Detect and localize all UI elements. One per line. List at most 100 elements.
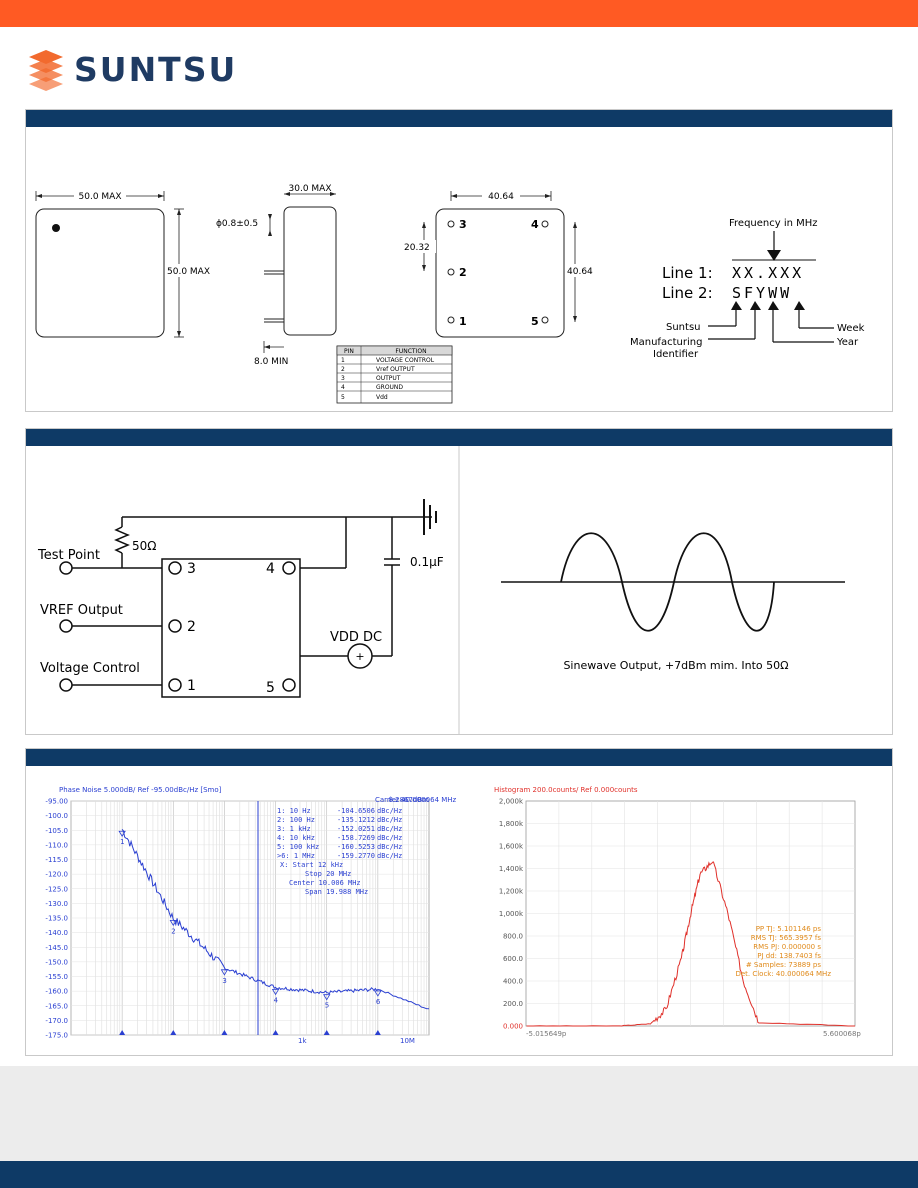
bottom-view: 40.64 40.64 20.32 3 4 2 1 5 — [402, 189, 596, 338]
y-tick-label: -175.0 — [45, 1032, 68, 1040]
pin-table-cell: 2 — [341, 366, 345, 373]
top-accent-bar — [0, 0, 918, 27]
y-tick-label: 1,600k — [499, 843, 524, 851]
phase-noise-marker-label: 4 — [274, 996, 279, 1004]
histogram-grid — [526, 801, 855, 1026]
y-tick-label: 1,200k — [499, 888, 524, 896]
phase-noise-marker — [323, 994, 331, 1001]
line2-value: SFYWW — [732, 284, 792, 302]
y-tick-label: 600.0 — [503, 955, 523, 963]
y-tick-label: 1,800k — [499, 820, 524, 828]
y-tick-label: 200.0 — [503, 1000, 523, 1008]
marker-row: 1: 10 Hz -104.6506 dBc/Hz — [277, 807, 402, 815]
performance-charts: Phase Noise 5.000dB/ Ref -95.00dBc/Hz [S… — [45, 786, 861, 1045]
marking-diagram: Frequency in MHz Line 1: XX.XXX Line 2: … — [630, 218, 865, 360]
logo-mark-icon — [29, 50, 63, 91]
pin-spacing-label: 20.32 — [404, 243, 430, 253]
identifier-label: Identifier — [653, 349, 699, 360]
y-tick-label: -100.0 — [45, 812, 68, 820]
pin1-dot — [52, 224, 60, 232]
side-width-label: 30.0 MAX — [289, 184, 332, 194]
y-tick-label: 1,000k — [499, 910, 524, 918]
histogram-x-left: -5.015649p — [526, 1030, 567, 1038]
section-header-bar — [26, 110, 892, 127]
footer-bar — [0, 1161, 918, 1188]
front-view: 50.0 MAX 50.0 MAX — [35, 189, 216, 338]
phase-noise-axis-marker — [170, 1030, 177, 1035]
histogram-stat: RMS TJ: 565.3957 fs — [751, 934, 822, 942]
phase-noise-stop: Stop 20 MHz — [305, 870, 351, 878]
test-circuit: + 3 2 1 4 5 Test Point VREF Output Volta… — [37, 446, 845, 734]
phase-noise-axis-marker — [374, 1030, 381, 1035]
phase-noise-trace — [121, 828, 430, 1010]
phase-noise-start: X: Start 12 kHz — [280, 861, 343, 869]
phase-noise-axis-marker — [272, 1030, 279, 1035]
y-tick-label: -135.0 — [45, 915, 68, 923]
voltage-control-label: Voltage Control — [40, 661, 140, 676]
marker-row: 4: 10 kHz -158.7269 dBc/Hz — [277, 834, 402, 842]
histogram-x-right: 5.600068p — [823, 1030, 861, 1038]
y-tick-label: -115.0 — [45, 856, 68, 864]
pin-table-cell: VOLTAGE CONTROL — [376, 357, 435, 364]
oscillator-box — [161, 558, 301, 698]
phase-noise-carrier-level: 8.2867dBm — [388, 796, 429, 804]
manufacturing-label: Manufacturing — [630, 337, 702, 348]
capacitor-label: 0.1µF — [410, 555, 444, 569]
phase-noise-marker — [169, 919, 177, 927]
phase-noise-x-label-1k: 1k — [298, 1037, 307, 1045]
sine-waveform — [560, 532, 775, 632]
pin-table-header-function: FUNCTION — [395, 348, 426, 355]
pin-table-cell: 1 — [341, 357, 345, 364]
line2-label: Line 2: — [662, 284, 713, 302]
year-label: Year — [836, 337, 859, 348]
phase-noise-marker-label: 6 — [376, 998, 381, 1006]
phase-noise-marker-table: 1: 10 Hz -104.6506 dBc/Hz 2: 100 Hz -135… — [277, 807, 402, 896]
dimension-drawings: 50.0 MAX 50.0 MAX 30.0 MAX ϕ0.8±0.5 — [35, 184, 865, 404]
y-tick-label: 400.0 — [503, 978, 523, 986]
histogram-stats: PP TJ: 5.101146 ps RMS TJ: 565.3957 fs R… — [735, 925, 831, 978]
phase-noise-carrier: Carrier 40.000064 MHz — [375, 796, 457, 804]
vref-output-label: VREF Output — [40, 603, 123, 618]
phase-noise-marker — [374, 990, 382, 997]
circuit-pin-4: 4 — [266, 561, 275, 577]
phase-noise-axis-marker — [221, 1030, 228, 1035]
y-tick-label: -170.0 — [45, 1017, 68, 1025]
bottom-pin-2: 2 — [459, 266, 467, 279]
side-view: 30.0 MAX ϕ0.8±0.5 8.0 MIN — [216, 184, 337, 367]
vdd-source-icon — [347, 643, 373, 669]
pin-length-label: 8.0 MIN — [254, 357, 288, 367]
marker-row: 2: 100 Hz -135.1212 dBc/Hz — [277, 816, 402, 824]
y-tick-label: 0.000 — [503, 1023, 523, 1031]
bottom-pin-3: 3 — [459, 218, 467, 231]
histogram-stat: PJ dd: 138.7403 fs — [757, 952, 821, 960]
phase-noise-title: Phase Noise 5.000dB/ Ref -95.00dBc/Hz [S… — [59, 786, 222, 794]
histogram-trace — [526, 861, 855, 1027]
y-tick-label: -145.0 — [45, 944, 68, 952]
waveform-caption: Sinewave Output, +7dBm mim. Into 50Ω — [563, 659, 788, 672]
marker-row: >6: 1 MHz -159.2770 dBc/Hz — [277, 852, 402, 860]
pin-table-header-pin: PIN — [344, 348, 354, 355]
phase-noise-marker-label: 2 — [171, 927, 175, 935]
histogram-series-line — [526, 861, 855, 1027]
phase-noise-center: Center 10.006 MHz — [289, 879, 361, 887]
circuit-pin-5: 5 — [266, 680, 275, 696]
y-tick-label: 1,400k — [499, 865, 524, 873]
pin-diameter-label: ϕ0.8±0.5 — [216, 219, 258, 229]
phase-noise-series-line — [121, 828, 430, 1010]
phase-noise-y-ticks: -95.00-100.0-105.0-110.0-115.0-120.0-125… — [45, 798, 68, 1040]
resistor-label: 50Ω — [132, 539, 156, 553]
line1-value: XX.XXX — [732, 264, 804, 282]
y-tick-label: -105.0 — [45, 827, 68, 835]
suntsu-label: Suntsu — [666, 322, 701, 333]
bottom-pin-5: 5 — [531, 315, 539, 328]
logo-wordmark: SUNTSU — [74, 50, 238, 89]
circuit-pin-3: 3 — [187, 561, 196, 577]
front-width-label: 50.0 MAX — [79, 192, 122, 202]
pin-table-cell: 3 — [341, 375, 345, 382]
section-header-bar — [26, 749, 892, 766]
marker-row: 3: 1 kHz -152.0251 dBc/Hz — [277, 825, 402, 833]
y-tick-label: -110.0 — [45, 841, 68, 849]
y-tick-label: -150.0 — [45, 958, 68, 966]
bottom-pin-1: 1 — [459, 315, 467, 328]
